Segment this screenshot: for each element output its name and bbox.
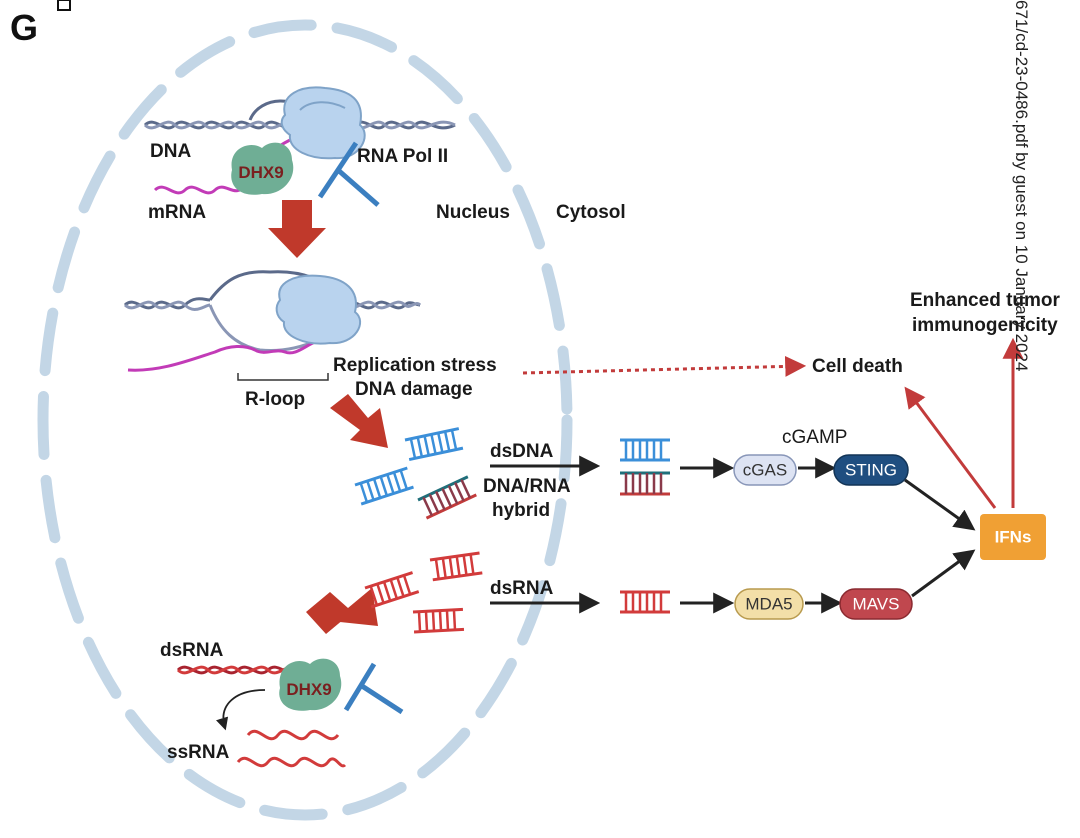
dna-rna-label: DNA/RNA — [483, 476, 571, 497]
nuclear-dsdna-fragments — [354, 427, 477, 520]
red-arrow-diag — [330, 394, 388, 448]
enhanced-tumor-label: Enhanced tumor — [910, 290, 1061, 311]
cytosolic-dsdna — [620, 438, 670, 462]
ssrna-strands — [236, 729, 347, 768]
svg-text:MAVS: MAVS — [853, 595, 900, 614]
cytosol-label: Cytosol — [556, 202, 626, 223]
svg-text:MDA5: MDA5 — [745, 595, 792, 614]
dna-helix-rloop — [123, 270, 422, 352]
dhx9-enzyme-bottom: DHX9 — [279, 658, 342, 711]
replication-stress-label: Replication stress — [333, 355, 497, 376]
cell-death-label: Cell death — [812, 356, 903, 377]
svg-text:IFNs: IFNs — [995, 528, 1032, 547]
svg-text:DHX9: DHX9 — [286, 680, 331, 699]
dsrna-nucleus-label: dsRNA — [160, 640, 224, 661]
arrow-mavs-ifns — [911, 549, 976, 598]
dsrna-helix — [176, 665, 300, 675]
rna-pol-ii-label: RNA Pol II — [357, 146, 448, 167]
mrna-label: mRNA — [148, 202, 206, 223]
nucleus-label: Nucleus — [436, 202, 510, 223]
dsrna-cytosol-label: dsRNA — [490, 578, 554, 599]
ifns-node: IFNs — [980, 514, 1046, 560]
dotted-arrow-cell-death — [522, 355, 807, 377]
cytosolic-dsrna — [620, 590, 670, 614]
arrow-ifns-cell-death — [904, 386, 997, 509]
svg-text:cGAS: cGAS — [743, 461, 787, 480]
svg-text:DHX9: DHX9 — [238, 163, 283, 182]
immunogenicity-label: immunogenicity — [912, 315, 1058, 336]
dna-damage-label: DNA damage — [355, 379, 473, 400]
cgas-node: cGAS — [733, 454, 797, 486]
dna-label: DNA — [150, 141, 191, 162]
rna-pol-ii-icon — [280, 86, 366, 160]
red-arrow-down — [268, 200, 326, 258]
rna-pol-ii-icon-rloop — [275, 274, 361, 345]
sting-node: STING — [833, 454, 909, 486]
rloop-bracket — [237, 373, 329, 381]
inhibition-symbol-bottom — [343, 662, 404, 715]
nuclear-dsrna-fragments — [364, 551, 483, 634]
ssrna-label: ssRNA — [167, 742, 230, 763]
cytosolic-hybrid — [620, 471, 670, 496]
hybrid-label: hybrid — [492, 500, 550, 521]
dsdna-label: dsDNA — [490, 441, 554, 462]
nuclear-membrane — [37, 19, 573, 821]
mda5-node: MDA5 — [734, 588, 804, 620]
red-arrow-diag-lower — [306, 588, 378, 634]
rloop-label: R-loop — [245, 389, 305, 410]
panel-marker — [57, 0, 71, 11]
rloop-rna-strand — [127, 340, 316, 372]
download-watermark-text: 671/cd-23-0486.pdf by guest on 10 Januar… — [1012, 0, 1031, 371]
arrow-sting-ifns — [904, 478, 976, 531]
inhibition-symbol-top — [317, 141, 380, 207]
mavs-node: MAVS — [839, 588, 913, 620]
cgamp-label: cGAMP — [782, 427, 847, 448]
unwinding-arrow — [216, 689, 266, 731]
panel-label: G — [10, 7, 38, 48]
dhx9-enzyme-top: DHX9 — [231, 142, 294, 195]
svg-text:STING: STING — [845, 461, 897, 480]
